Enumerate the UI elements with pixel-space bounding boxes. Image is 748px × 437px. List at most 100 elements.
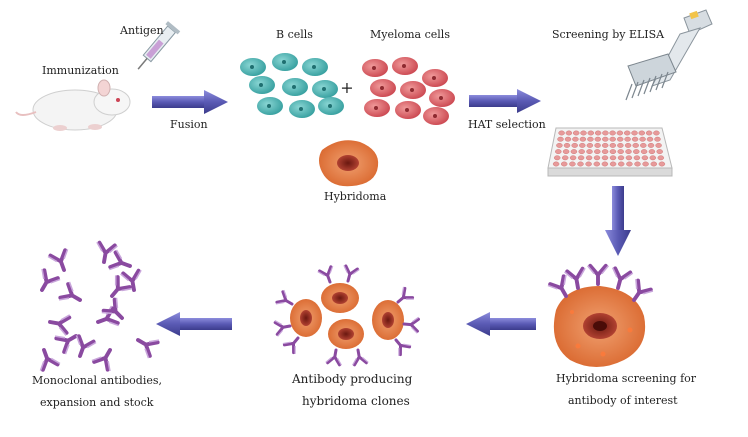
plate-well <box>609 149 617 155</box>
plate-well <box>556 142 563 148</box>
plate-well <box>642 161 649 167</box>
arrow-hat-selection <box>469 89 541 113</box>
label-screening-elisa: Screening by ELISA <box>552 28 665 41</box>
plate-well <box>601 149 609 155</box>
elisa-plate <box>547 127 673 177</box>
plate-well <box>618 161 625 167</box>
plate-well <box>638 130 645 136</box>
plate-well <box>569 155 577 161</box>
plate-well <box>624 136 631 142</box>
plate-well <box>579 136 587 142</box>
hybridoma-cell <box>319 140 379 187</box>
clone-right <box>372 300 404 340</box>
label-immunization: Immunization <box>42 64 119 77</box>
plate-well <box>609 130 616 136</box>
plate-well <box>564 136 572 142</box>
plate-well <box>617 149 624 155</box>
plate-well <box>624 142 632 148</box>
plate-well <box>625 155 633 161</box>
plate-well <box>649 155 656 161</box>
plate-well <box>647 142 655 148</box>
plate-well <box>640 142 647 148</box>
plate-well <box>617 142 624 148</box>
label-myeloma-cells: Myeloma cells <box>370 28 450 41</box>
plate-well <box>657 155 664 161</box>
plate-well <box>645 130 653 136</box>
plate-well <box>631 136 639 142</box>
plate-well <box>641 155 649 161</box>
plate-well <box>594 142 601 148</box>
plate-well <box>653 130 660 136</box>
plate-well <box>555 149 562 155</box>
plate-well <box>586 149 593 155</box>
plate-well <box>585 161 592 167</box>
plate-well <box>626 161 633 167</box>
plate-well <box>594 130 602 136</box>
plate-well <box>578 149 585 155</box>
plate-well <box>587 136 594 142</box>
plate-well <box>617 136 624 142</box>
label-screening-line1: Hybridoma screening for <box>556 372 697 385</box>
plate-well <box>563 142 571 148</box>
plate-well <box>552 161 560 167</box>
plate-well <box>655 142 662 148</box>
plate-well <box>577 161 584 167</box>
plate-well <box>585 155 593 161</box>
plate-well <box>561 161 568 167</box>
b-cells-cluster <box>240 53 344 118</box>
plate-well <box>557 136 564 142</box>
plate-well <box>586 142 594 148</box>
hybridoma-clones <box>273 263 421 367</box>
clone-top <box>321 283 359 313</box>
clone-left <box>290 299 322 337</box>
plate-well <box>602 136 609 142</box>
plate-well <box>631 130 638 136</box>
label-mab-line2: expansion and stock <box>40 396 154 409</box>
plate-well <box>580 130 587 136</box>
plate-well <box>632 142 639 148</box>
plate-well <box>601 161 609 167</box>
label-hat-selection: HAT selection <box>468 118 546 131</box>
plate-well <box>587 130 594 136</box>
plate-well <box>634 161 641 167</box>
syringe-icon <box>137 21 181 70</box>
plate-well <box>616 130 624 136</box>
plate-well <box>609 136 616 142</box>
plate-well <box>577 155 585 161</box>
plate-well <box>594 136 601 142</box>
label-clones-line2: hybridoma clones <box>302 394 410 408</box>
plate-well <box>562 155 569 161</box>
label-antigen: Antigen <box>120 24 164 37</box>
plate-well <box>565 130 573 136</box>
label-hybridoma: Hybridoma <box>324 190 387 203</box>
plate-well <box>609 142 616 148</box>
plate-well <box>609 155 617 161</box>
plate-well <box>658 161 666 167</box>
arrow-fusion <box>152 90 228 114</box>
plate-well <box>601 155 609 161</box>
mouse-illustration <box>15 79 131 131</box>
plate-well <box>593 161 600 167</box>
plate-well <box>558 130 565 136</box>
plate-well <box>602 142 609 148</box>
plate-well <box>609 161 617 167</box>
plate-well <box>640 149 648 155</box>
multichannel-pipette-icon <box>625 9 713 101</box>
screened-hybridoma-cell <box>545 263 655 367</box>
plus-sign: + <box>340 78 353 97</box>
plate-well <box>654 136 661 142</box>
plate-well <box>573 130 580 136</box>
plate-well <box>648 149 656 155</box>
arrow-left-clones <box>466 312 536 336</box>
plate-well <box>650 161 657 167</box>
plate-well <box>633 149 640 155</box>
plate-well <box>646 136 654 142</box>
plate-well <box>570 149 578 155</box>
plate-well <box>562 149 570 155</box>
plate-well <box>569 161 576 167</box>
label-clones-line1: Antibody producing <box>292 372 413 386</box>
clone-bottom <box>328 319 364 349</box>
plate-well <box>571 142 578 148</box>
